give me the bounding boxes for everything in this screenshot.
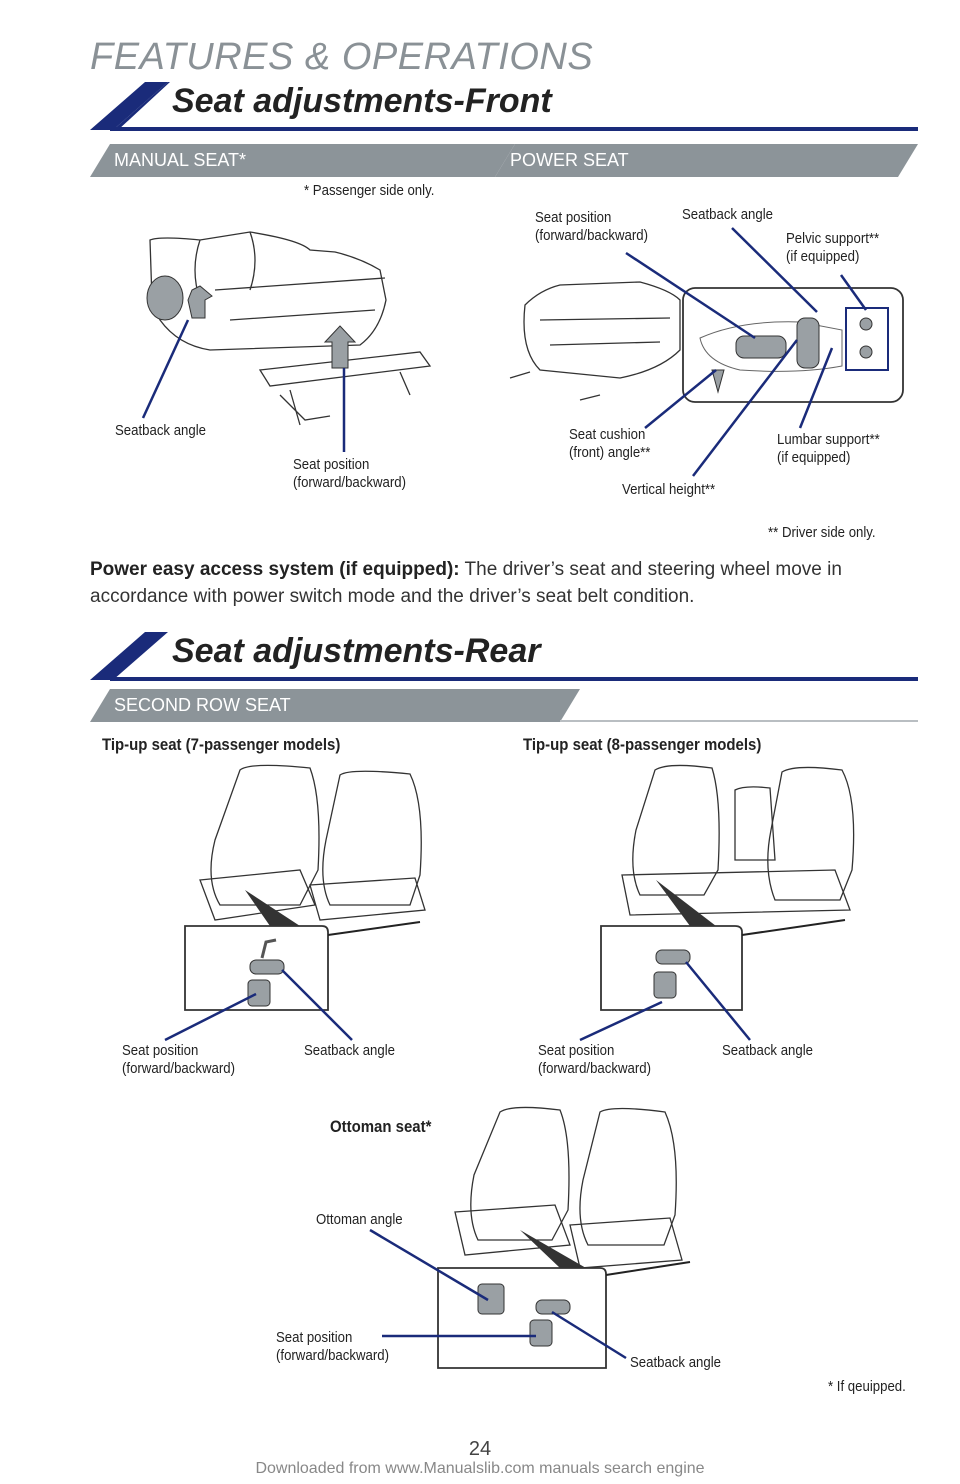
driver-note: ** Driver side only. (768, 524, 876, 541)
manual-seat-tab: MANUAL SEAT* (114, 150, 247, 170)
front-banner-rule (110, 127, 918, 131)
rear-banner-rule (110, 677, 918, 681)
tipup7-seat-position-label-2: (forward/backward) (122, 1060, 235, 1077)
power-seatback-angle-label: Seatback angle (682, 206, 774, 223)
ottoman-seatback-angle-label: Seatback angle (630, 1354, 722, 1371)
power-tab-bg (495, 144, 918, 177)
pelvic-support-label: Pelvic support** (786, 230, 880, 247)
tipup7-seat-position-label: Seat position (122, 1042, 199, 1059)
footer-watermark: Downloaded from www.Manualslib.com manua… (255, 1460, 705, 1477)
easy-access-heading: Power easy access system (if equipped): (90, 559, 460, 580)
ottoman-seat-position-label-2: (forward/backward) (276, 1347, 389, 1364)
front-banner-bar (113, 82, 170, 130)
manual-seat-position-label-2: (forward/backward) (293, 474, 406, 491)
rear-section-title: Seat adjustments-Rear (172, 632, 541, 670)
ottoman-angle-label: Ottoman angle (316, 1211, 403, 1228)
manual-seat-position-label: Seat position (293, 456, 370, 473)
ottoman-title: Ottoman seat* (330, 1117, 432, 1136)
tipup7-title: Tip-up seat (7-passenger models) (102, 735, 341, 754)
vertical-height-label: Vertical height** (622, 481, 716, 498)
passenger-note: * Passenger side only. (304, 182, 435, 199)
power-seat-position-label-2: (forward/backward) (535, 227, 648, 244)
rear-banner-accent (90, 632, 168, 680)
manual-tab-bg (90, 144, 515, 177)
lumbar-support-label-2: (if equipped) (777, 449, 851, 466)
easy-access-text: The driver’s seat and steering wheel mov… (90, 559, 842, 607)
manual-seatback-angle-label: Seatback angle (115, 422, 207, 439)
front-section-title: Seat adjustments-Front (172, 82, 552, 120)
tipup8-seat-position-label: Seat position (538, 1042, 615, 1059)
ottoman-seat-position-label: Seat position (276, 1329, 353, 1346)
page-number: 24 (468, 1438, 492, 1460)
seat-cushion-label: Seat cushion (569, 426, 646, 443)
tipup8-seatback-angle-label: Seatback angle (722, 1042, 814, 1059)
second-row-tab-bg (90, 689, 580, 722)
tipup8-seat-position-label-2: (forward/backward) (538, 1060, 651, 1077)
pelvic-support-label-2: (if equipped) (786, 248, 860, 265)
front-banner-accent (90, 82, 168, 130)
tipup8-title: Tip-up seat (8-passenger models) (523, 735, 762, 754)
second-row-tab: SECOND ROW SEAT (114, 695, 291, 715)
lumbar-support-label: Lumbar support** (777, 431, 880, 448)
seat-cushion-label-2: (front) angle** (569, 444, 651, 461)
page-header: FEATURES & OPERATIONS (90, 36, 594, 78)
power-seat-tab: POWER SEAT (510, 150, 629, 170)
easy-access-paragraph: Power easy access system (if equipped): … (90, 556, 910, 610)
second-row-rule (560, 720, 918, 722)
ottoman-note: * If qeuipped. (828, 1378, 906, 1395)
power-seat-position-label: Seat position (535, 209, 612, 226)
tipup7-seatback-angle-label: Seatback angle (304, 1042, 396, 1059)
